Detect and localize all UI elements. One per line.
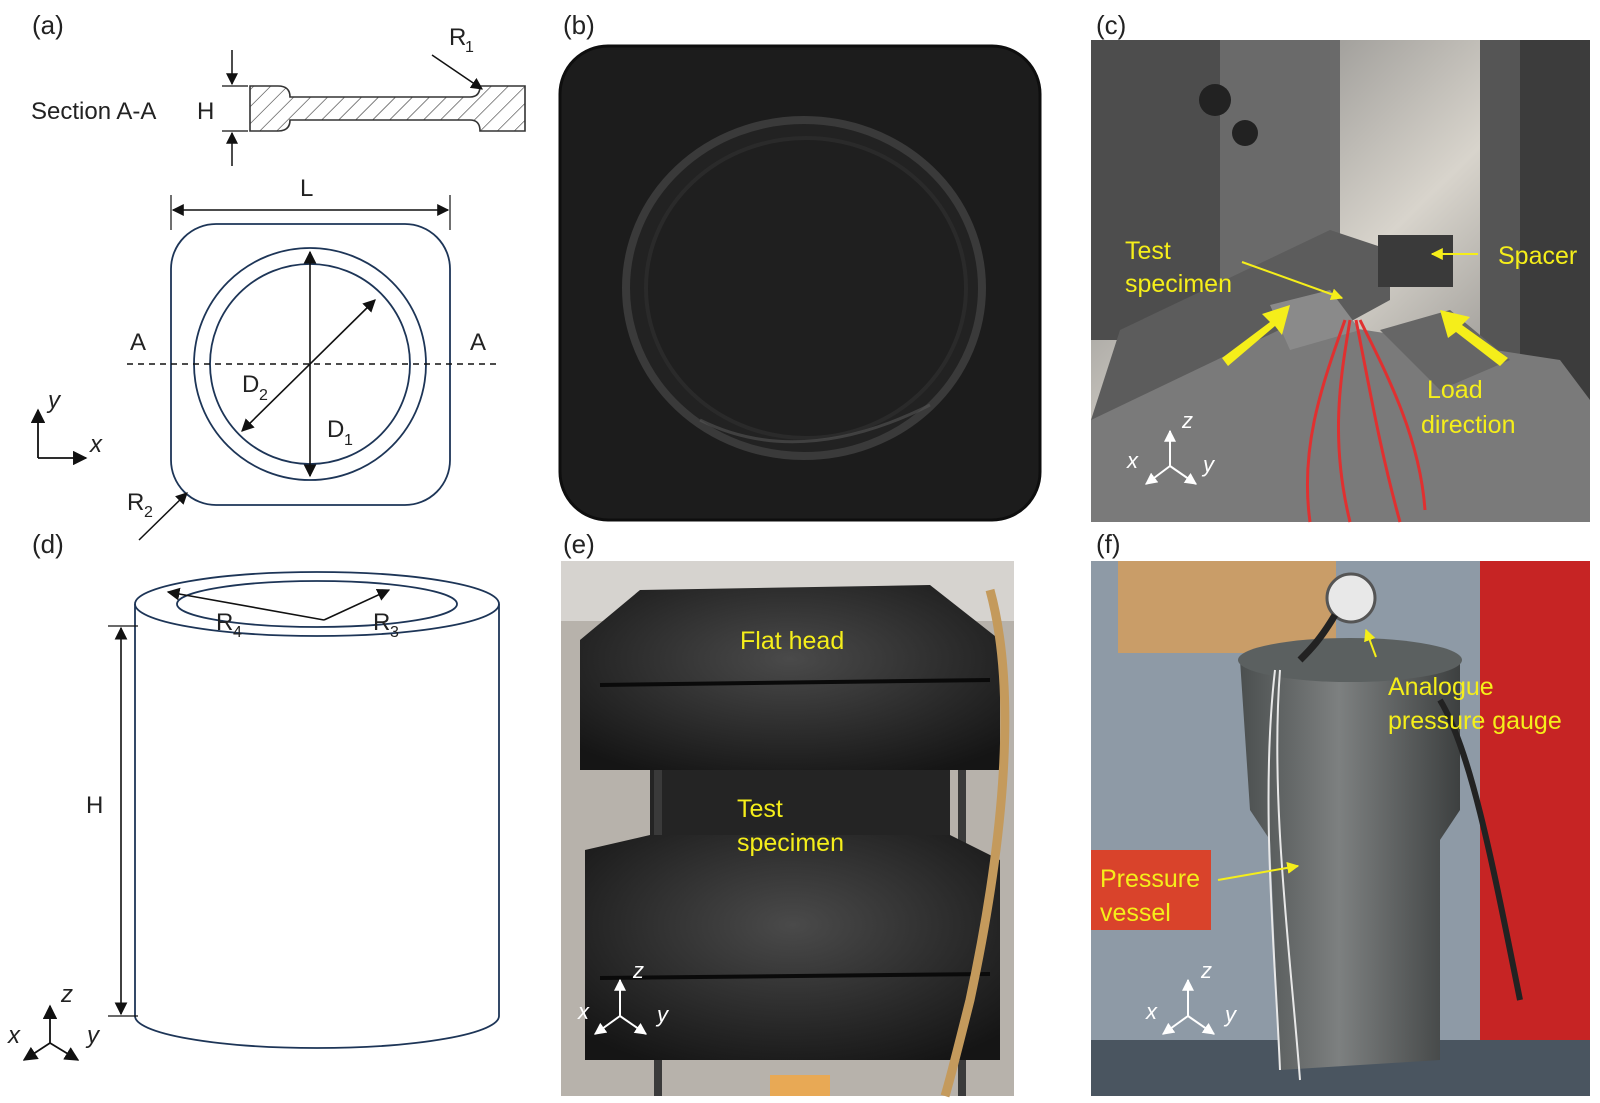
H-label: H: [86, 792, 103, 819]
R4-dimension: [166, 587, 325, 621]
flat-head-block: [580, 585, 1000, 770]
R4-label: R: [216, 609, 233, 636]
section-label: Section A-A: [31, 98, 156, 125]
axis-triad-d: z x y: [7, 981, 101, 1061]
section-profile: [249, 85, 526, 132]
axis-a-y: y: [46, 387, 62, 414]
panel-c-tag: (c): [1096, 10, 1126, 40]
axis-e-x: x: [577, 999, 590, 1024]
panel-e: (e) Flat head Test specimen z x y: [561, 529, 1014, 1098]
D1-sub: 1: [344, 432, 353, 449]
c-load-label-1: Load: [1427, 376, 1483, 404]
panel-c: (c) Test specimen Spacer Load direction …: [1091, 10, 1590, 523]
pressure-vessel-body: [1240, 660, 1460, 1070]
load-arrow-left: [1222, 305, 1290, 366]
axis-d-z: z: [60, 981, 73, 1008]
panel-e-tag: (e): [563, 529, 595, 559]
R2-label: R: [127, 489, 144, 516]
cylinder-top-inner: [176, 580, 458, 628]
panel-d-tag: (d): [32, 529, 64, 559]
axis-e-y: y: [655, 1002, 670, 1027]
panel-d: (d) R 4 R 3 H z x y: [7, 529, 500, 1061]
axis-d-y: y: [85, 1022, 101, 1049]
R3-label: R: [373, 609, 390, 636]
axis-triad-e: z x y: [577, 958, 670, 1035]
e-test-label-2: specimen: [737, 829, 844, 857]
panel-b: (b): [558, 10, 1042, 522]
axis-triad-c: z x y: [1126, 408, 1216, 485]
axis-d-x: x: [7, 1022, 21, 1049]
f-vessel-label-1: Pressure: [1100, 865, 1200, 893]
R2-callout: R 2: [127, 489, 188, 541]
c-spacer-label: Spacer: [1498, 242, 1577, 270]
dim-H-label: H: [197, 98, 214, 125]
axis-a-x: x: [89, 431, 103, 458]
load-arrow-right: [1440, 310, 1508, 366]
panel-a-tag: (a): [32, 10, 64, 40]
R1-sub: 1: [465, 39, 474, 56]
axis-e-z: z: [632, 958, 644, 983]
panel-f-tag: (f): [1096, 529, 1121, 559]
panel-b-tag: (b): [563, 10, 595, 40]
f-vessel-label-2: vessel: [1100, 899, 1171, 927]
c-test-label-2: specimen: [1125, 270, 1232, 298]
e-flat-head-label: Flat head: [740, 627, 844, 655]
pressure-gauge-dial: [1325, 572, 1377, 624]
L-label: L: [300, 175, 313, 202]
dim-H-section: H: [197, 50, 248, 166]
axis-triad-f: z x y: [1145, 958, 1238, 1035]
R1-label: R: [449, 24, 466, 51]
axis-f-x: x: [1145, 999, 1158, 1024]
axis-c-y: y: [1201, 452, 1216, 477]
D2-dimension: [241, 299, 376, 432]
dim-L: L: [170, 175, 451, 230]
axis-f-z: z: [1200, 958, 1212, 983]
c-load-label-2: direction: [1421, 411, 1516, 439]
R3-dimension: [323, 589, 391, 621]
A-right-label: A: [470, 329, 486, 356]
f-gauge-label-1: Analogue: [1388, 673, 1494, 701]
spacer-block: [1378, 235, 1453, 287]
c-test-label-1: Test: [1125, 237, 1171, 265]
e-test-label-1: Test: [737, 795, 783, 823]
R1-callout: R 1: [431, 24, 483, 90]
axis-c-x: x: [1126, 448, 1139, 473]
panel-f: (f) Analogue pressure gauge Pressure ves…: [1091, 529, 1590, 1096]
D1-label: D: [327, 416, 344, 443]
axis-triad-a: y x: [30, 387, 103, 466]
R2-sub: 2: [144, 504, 153, 521]
R4-sub: 4: [233, 624, 242, 641]
panel-a: (a) Section A-A H R 1 L A A: [30, 10, 526, 541]
axis-c-z: z: [1181, 408, 1193, 433]
f-gauge-label-2: pressure gauge: [1388, 707, 1562, 735]
R3-sub: 3: [390, 624, 399, 641]
cylinder-bottom: [134, 1015, 500, 1049]
D2-sub: 2: [259, 387, 268, 404]
axis-f-y: y: [1223, 1002, 1238, 1027]
A-left-label: A: [130, 329, 146, 356]
D2-label: D: [242, 371, 259, 398]
dim-H-cylinder: H: [86, 625, 138, 1017]
